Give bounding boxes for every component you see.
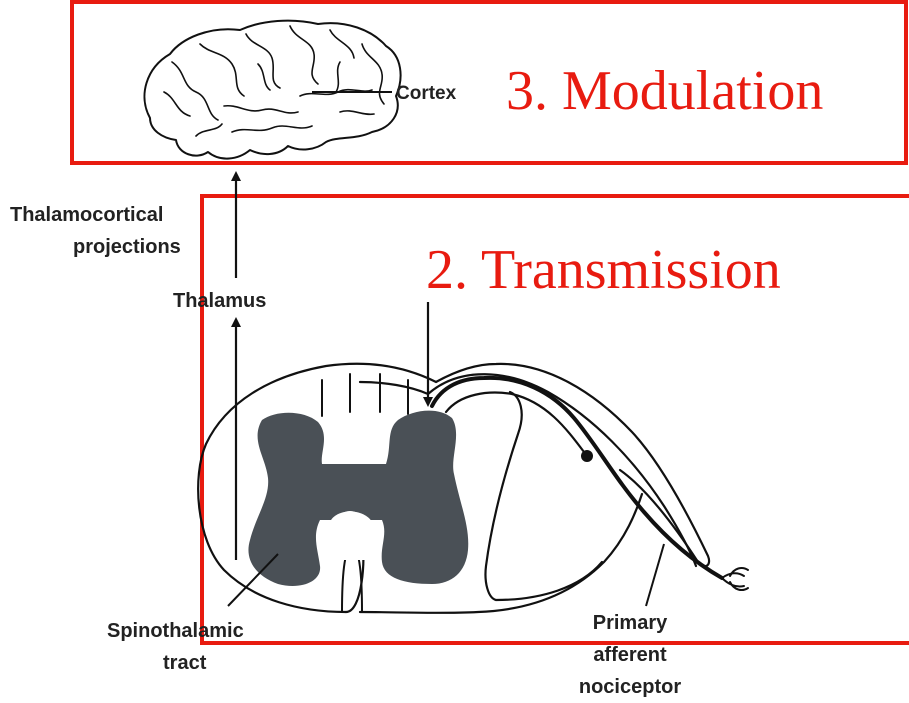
spinothalamic-label-line2: tract [163, 651, 206, 675]
thalamus-label: Thalamus [173, 289, 266, 313]
primary-afferent-fibre [432, 378, 748, 590]
modulation-title: 3. Modulation [506, 63, 823, 119]
brain-illustration [144, 21, 400, 159]
central-canal-notch [330, 512, 372, 561]
afferent-axon [432, 378, 722, 578]
nerve-ending [722, 568, 748, 590]
primary-label-line1: Primary [560, 611, 700, 635]
transmission-title: 2. Transmission [426, 242, 781, 298]
primary-label-line3: nociceptor [560, 675, 700, 699]
primary-label-line2: afferent [560, 643, 700, 667]
dorsal-root-ganglion-cell [581, 450, 593, 462]
brain-gyri [164, 26, 384, 136]
spinothalamic-label-line1: Spinothalamic [107, 619, 244, 643]
thalamocortical-label-line1: Thalamocortical [10, 203, 163, 227]
nociceptor-leader [646, 544, 664, 606]
thalamocortical-label-line2: projections [73, 235, 181, 259]
cortex-label: Cortex [396, 82, 456, 106]
dorsal-sulci [322, 374, 408, 416]
brain-outline [144, 21, 400, 159]
